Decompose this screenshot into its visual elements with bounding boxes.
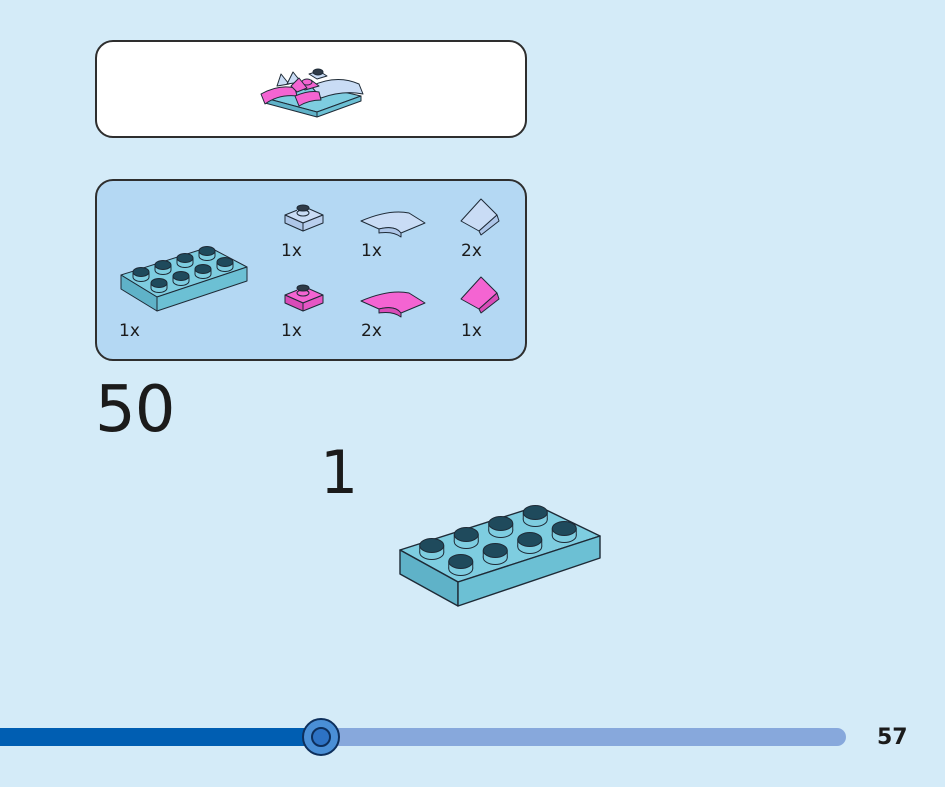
stud (132, 267, 150, 282)
stud (176, 253, 194, 268)
plate-2x4-blue-icon (120, 246, 248, 312)
part-quantity: 1x (461, 321, 482, 341)
part-quantity: 1x (361, 241, 382, 261)
plate-1x1-pink-icon (284, 284, 324, 312)
build-plate-2x4-illustration (399, 505, 601, 607)
stud (154, 260, 172, 275)
step-number: 50 (95, 373, 175, 447)
stud (172, 271, 190, 286)
slope-light-blue-icon (460, 198, 500, 236)
stud (150, 278, 168, 293)
stud (419, 538, 445, 560)
sub-assembly-preview-box (95, 40, 527, 138)
slope-pink-icon (460, 276, 500, 314)
stud (517, 532, 543, 554)
part-quantity: 1x (281, 241, 302, 261)
curved-slope-light-blue-icon (360, 211, 426, 238)
part-quantity: 1x (119, 321, 140, 341)
sub-step-number: 1 (320, 438, 359, 508)
part-quantity: 1x (281, 321, 302, 341)
plate-1x1-light-blue-icon (284, 204, 324, 232)
sub-assembly-illustration (260, 68, 364, 118)
stud (448, 554, 474, 576)
part-quantity: 2x (461, 241, 482, 261)
page-number: 57 (877, 725, 908, 750)
stud (522, 505, 548, 527)
curved-slope-pink-icon (360, 291, 426, 318)
progress-fill (0, 728, 322, 746)
stud (551, 521, 577, 543)
stud (453, 527, 479, 549)
stud (488, 516, 514, 538)
stud (216, 257, 234, 272)
progress-knob (302, 718, 341, 756)
parts-list-box: 1x 1x 1x 2x (95, 179, 527, 361)
progress-bar (0, 718, 846, 756)
stud (482, 543, 508, 565)
part-quantity: 2x (361, 321, 382, 341)
stud (198, 246, 216, 261)
stud (194, 264, 212, 279)
